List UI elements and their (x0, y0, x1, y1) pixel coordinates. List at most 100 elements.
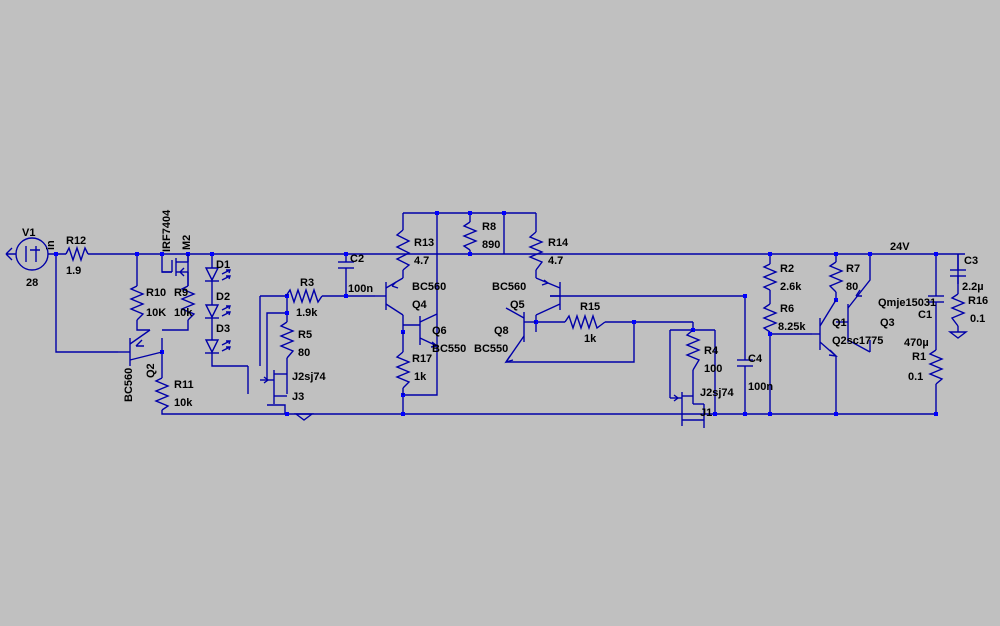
label-q6: Q6 (432, 325, 447, 337)
label-r1-value: 0.1 (908, 371, 923, 383)
label-r17-value: 1k (414, 371, 427, 383)
led-d2 (204, 304, 231, 319)
label-c3: C3 (964, 255, 978, 267)
resistor-r13 (395, 229, 411, 271)
label-r14: R14 (548, 237, 569, 249)
label-r11-value: 10k (174, 397, 193, 409)
label-r12: R12 (66, 235, 86, 247)
label-r10-value: 10K (146, 307, 166, 319)
label-r1: R1 (912, 351, 926, 363)
label-m2: M2 (181, 235, 193, 250)
label-r8: R8 (482, 221, 496, 233)
label-in: in (45, 240, 57, 250)
ground-symbol-right (947, 331, 969, 339)
label-r12-value: 1.9 (66, 265, 81, 277)
label-r4-value: 100 (704, 363, 722, 375)
label-v1-value: 28 (26, 277, 38, 289)
resistor-r3 (285, 287, 323, 305)
label-q1: Q1 (832, 317, 847, 329)
label-r5-value: 80 (298, 347, 310, 359)
resistor-r16 (950, 293, 966, 327)
label-r2: R2 (780, 263, 794, 275)
resistor-r17 (395, 351, 411, 389)
label-r2-value: 2.6k (780, 281, 802, 293)
label-r16: R16 (968, 295, 988, 307)
label-q1-model: Q2sc1775 (832, 335, 883, 347)
label-q3-model: Qmje15031 (878, 297, 936, 309)
label-r9: R9 (174, 287, 188, 299)
resistor-r6 (762, 303, 778, 333)
label-r14-value: 4.7 (548, 255, 563, 267)
label-c1: C1 (918, 309, 932, 321)
label-r10: R10 (146, 287, 166, 299)
label-r16-value: 0.1 (970, 313, 985, 325)
label-r6-value: 8.25k (778, 321, 806, 333)
label-r7: R7 (846, 263, 860, 275)
label-q6-model: BC550 (432, 343, 466, 355)
resistor-r4 (685, 329, 701, 371)
label-c1-value: 470µ (904, 337, 929, 349)
label-r9-value: 10k (174, 307, 193, 319)
transistor-q4 (375, 277, 404, 316)
capacitor-c1 (928, 295, 944, 316)
label-r8-value: 890 (482, 239, 500, 251)
label-r15: R15 (580, 301, 600, 313)
label-q2: Q2 (145, 363, 157, 378)
label-q4: Q4 (412, 299, 428, 311)
label-irf7404: IRF7404 (161, 209, 173, 252)
label-v1: V1 (22, 227, 35, 239)
label-q8-model: BC550 (474, 343, 508, 355)
label-r4: R4 (704, 345, 719, 357)
label-j3: J3 (292, 391, 304, 403)
label-r13-value: 4.7 (414, 255, 429, 267)
label-j1: J1 (700, 407, 712, 419)
label-r3-value: 1.9k (296, 307, 318, 319)
label-d1: D1 (216, 259, 230, 271)
mosfet-m2 (162, 254, 189, 286)
label-c2: C2 (350, 253, 364, 265)
label-r11: R11 (174, 379, 194, 391)
label-r15-value: 1k (584, 333, 597, 345)
capacitor-c3 (950, 254, 966, 284)
resistor-r7 (828, 261, 844, 293)
jfet-j1 (670, 392, 705, 428)
resistor-r10 (129, 285, 145, 321)
label-j1-model: J2sj74 (700, 387, 735, 399)
ground-symbol (293, 413, 315, 421)
label-r17: R17 (412, 353, 432, 365)
resistor-r2 (762, 263, 778, 291)
resistor-r5 (279, 321, 295, 359)
label-d2: D2 (216, 291, 230, 303)
transistor-q2 (118, 329, 163, 366)
transistor-q1 (812, 299, 838, 357)
voltage-source-v1 (5, 237, 49, 271)
capacitor-c2 (338, 261, 354, 274)
jfet-j3 (260, 370, 287, 404)
label-r5: R5 (298, 329, 312, 341)
label-d3: D3 (216, 323, 230, 335)
label-j3-model: J2sj74 (292, 371, 327, 383)
transistor-q3 (836, 289, 862, 342)
label-r3: R3 (300, 277, 314, 289)
resistor-r14 (528, 231, 544, 271)
label-r6: R6 (780, 303, 794, 315)
component-labels: V1 28 in R12 1.9 IRF7404 M2 R10 10K R9 1… (22, 209, 988, 419)
label-q8: Q8 (494, 325, 509, 337)
resistor-r9 (180, 285, 196, 321)
label-c2-value: 100n (348, 283, 373, 295)
transistor-q8 (504, 307, 536, 364)
label-r7-value: 80 (846, 281, 858, 293)
label-q2-model: BC560 (123, 368, 135, 402)
label-c4-value: 100n (748, 381, 773, 393)
led-d3 (204, 339, 231, 354)
label-q3: Q3 (880, 317, 895, 329)
transistor-q6 (403, 313, 439, 348)
capacitor-c4 (737, 359, 753, 370)
resistor-r1 (928, 349, 944, 385)
resistor-r11 (154, 377, 170, 411)
label-c3-value: 2.2µ (962, 281, 984, 293)
label-q4-model: BC560 (412, 281, 446, 293)
label-r13: R13 (414, 237, 434, 249)
resistor-r12 (65, 245, 89, 263)
